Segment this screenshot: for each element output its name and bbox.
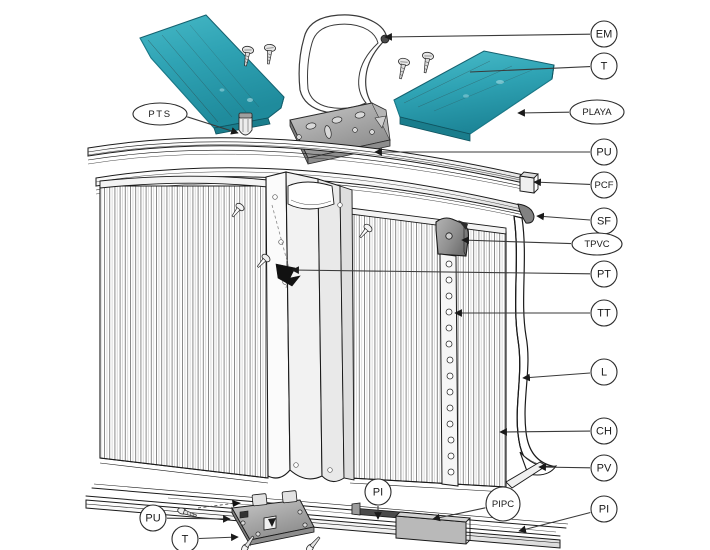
- callout-playa[interactable]: PLAYA: [569, 99, 625, 125]
- callout-label-pts: PTS: [148, 109, 171, 120]
- frame-handle-ring: [298, 14, 390, 115]
- wall-screw-left: [231, 202, 373, 239]
- bottom-bracket-plate: [177, 490, 321, 550]
- pvc-corner-cap: [435, 217, 470, 257]
- callout-label-pt: PT: [597, 269, 611, 281]
- callout-l[interactable]: L: [590, 358, 618, 386]
- callout-ring-pts: [132, 102, 188, 126]
- leader-line-pt: [291, 266, 591, 275]
- callout-ring-em: [590, 20, 618, 48]
- leader-line-pv: [538, 463, 591, 471]
- callout-label-tpvc: TPVC: [584, 239, 609, 250]
- perforated-strip: [439, 253, 459, 487]
- top-rail-assembly: [87, 137, 539, 224]
- callout-t2[interactable]: T: [171, 525, 199, 550]
- leader-line-pts: [187, 116, 239, 135]
- callout-pu1[interactable]: PU: [590, 138, 618, 166]
- callout-ring-l: [590, 358, 618, 386]
- callout-label-t1: T: [601, 61, 608, 73]
- callout-ring-t1: [590, 52, 618, 80]
- callout-leader-lines: [166, 33, 591, 542]
- callout-ring-pcf: [590, 171, 618, 199]
- callout-label-playa: PLAYA: [582, 107, 612, 118]
- callout-pcf[interactable]: PCF: [590, 171, 618, 199]
- callout-pi2[interactable]: PI: [590, 495, 618, 523]
- screw-group-right: [398, 51, 434, 80]
- callout-label-l: L: [601, 367, 607, 379]
- callout-pts[interactable]: PTS: [132, 102, 188, 126]
- bottom-rail-assembly: [85, 483, 569, 549]
- callout-ch[interactable]: CH: [590, 417, 618, 445]
- callout-label-pv: PV: [597, 463, 612, 475]
- callout-pv[interactable]: PV: [590, 454, 618, 482]
- callout-ring-ch: [590, 417, 618, 445]
- callout-label-pu1: PU: [596, 147, 611, 159]
- callout-label-tt: TT: [597, 308, 611, 320]
- callout-ring-pu2: [139, 504, 167, 532]
- callout-tpvc[interactable]: TPVC: [571, 232, 623, 256]
- teal-deck-panel-right: [393, 50, 555, 142]
- post-top-cap: [238, 112, 253, 136]
- leader-line-pu2: [166, 515, 231, 523]
- callout-pipc[interactable]: PIPC: [485, 486, 521, 522]
- callout-label-em: EM: [596, 29, 613, 41]
- callout-label-pi2: PI: [599, 504, 609, 516]
- callout-label-t2: T: [182, 534, 189, 546]
- callout-pt[interactable]: PT: [590, 260, 618, 288]
- callout-label-pipc: PIPC: [492, 499, 514, 510]
- callout-ring-pt: [590, 260, 618, 288]
- callout-label-sf: SF: [597, 216, 611, 228]
- wall-edge-profile: [505, 461, 547, 489]
- callout-t1[interactable]: T: [590, 52, 618, 80]
- callout-ring-pipc: [485, 486, 521, 522]
- callout-ring-pi1: [364, 478, 392, 506]
- callout-label-pcf: PCF: [595, 180, 614, 191]
- callout-labels: EM T PLAYA PU PCF SF TPVC PT TT L CH PV PI PTS PU T PI PI…: [132, 20, 625, 550]
- leader-line-l: [522, 372, 591, 382]
- callout-label-pi1: PI: [373, 487, 383, 499]
- callout-ring-pv: [590, 454, 618, 482]
- leader-line-ch: [499, 428, 591, 436]
- leader-line-pipc: [432, 507, 486, 522]
- callout-label-pu2: PU: [145, 513, 160, 525]
- callout-label-ch: CH: [596, 426, 612, 438]
- leader-line-sf: [536, 212, 591, 221]
- callout-ring-pi2: [590, 495, 618, 523]
- callout-ring-pu1: [590, 138, 618, 166]
- leader-line-pcf: [533, 178, 591, 187]
- callout-ring-t2: [171, 525, 199, 550]
- callout-pu2[interactable]: PU: [139, 504, 167, 532]
- leader-line-playa: [517, 109, 570, 117]
- leader-line-t2: [198, 533, 239, 542]
- callout-ring-tt: [590, 299, 618, 327]
- leader-line-tpvc: [461, 236, 572, 245]
- callout-sf[interactable]: SF: [590, 207, 618, 235]
- leader-line-pi2: [518, 511, 591, 533]
- leader-line-em: [384, 33, 591, 41]
- callout-pi1[interactable]: PI: [364, 478, 392, 506]
- callout-tt[interactable]: TT: [590, 299, 618, 327]
- screw-group-left: [242, 43, 276, 67]
- leader-line-t1: [469, 66, 591, 73]
- callout-em[interactable]: EM: [590, 20, 618, 48]
- callout-ring-playa: [569, 99, 625, 125]
- callout-ring-tpvc: [571, 232, 623, 256]
- vertical-post: [256, 171, 355, 482]
